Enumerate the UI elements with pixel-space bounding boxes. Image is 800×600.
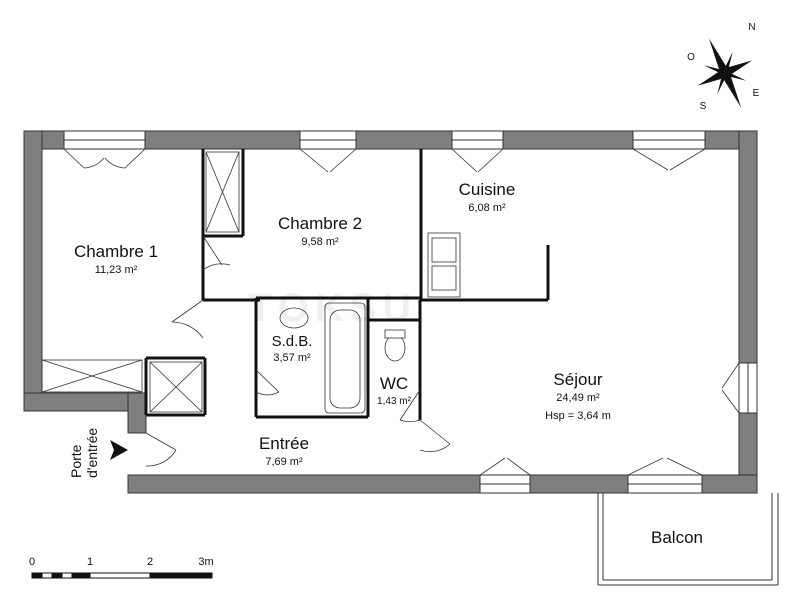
scale-tick-1: 1 [86, 556, 94, 568]
room-balcon: Balcon [651, 528, 703, 548]
entrance-label: Porte d'entrée [68, 428, 100, 478]
room-name: Cuisine [458, 180, 516, 199]
balcony [597, 493, 779, 586]
exterior-walls [23, 130, 758, 494]
fixtures [279, 232, 461, 414]
toilet [384, 334, 406, 362]
room-name: Séjour [553, 370, 603, 389]
scale-tick-3m: 3m [198, 556, 214, 568]
room-area: 24,49 m² [556, 392, 600, 404]
room-cuisine: Cuisine 6,08 m² [459, 180, 516, 214]
entrance-label-line1: Porte [68, 444, 84, 478]
room-sejour: Séjour 24,49 m² Hsp = 3,64 m [545, 370, 611, 422]
room-sdb: S.d.B. 3,57 m² [272, 333, 313, 364]
closets [41, 151, 240, 413]
entrance-label-line2: d'entrée [84, 427, 100, 478]
room-area: 3,57 m² [273, 352, 311, 364]
door-swings [145, 235, 451, 467]
room-name: Chambre 2 [277, 214, 363, 233]
room-name: Balcon [651, 528, 703, 547]
compass-s-label: S [699, 101, 707, 112]
room-area: 1,43 m² [377, 396, 411, 407]
watermark: TOKSU [248, 286, 418, 330]
room-chambre-1: Chambre 1 11,23 m² [74, 242, 158, 276]
room-area: 11,23 m² [94, 264, 138, 276]
interior-walls [144, 149, 550, 420]
compass-o-label: O [687, 52, 695, 63]
room-entree: Entrée 7,69 m² [259, 434, 309, 468]
room-name: Entrée [258, 434, 310, 453]
compass-rose [697, 38, 753, 108]
room-chambre-2: Chambre 2 9,58 m² [278, 214, 362, 248]
room-name: Chambre 1 [73, 242, 159, 261]
bathroom-sink [279, 307, 309, 329]
scale-bar [31, 572, 213, 579]
scale-tick-2: 2 [146, 556, 154, 568]
room-area: 7,69 m² [265, 456, 303, 468]
room-wc: WC 1,43 m² [377, 374, 411, 407]
compass-e-label: E [752, 88, 760, 99]
entrance-arrow [110, 440, 128, 460]
room-name: S.d.B. [271, 333, 313, 350]
ceiling-height: Hsp = 3,64 m [545, 410, 611, 422]
compass-n-label: N [748, 22, 756, 33]
windows [63, 130, 758, 494]
room-area: 9,58 m² [301, 236, 339, 248]
window-swings [63, 148, 740, 476]
room-name: WC [379, 374, 409, 393]
room-area: 6,08 m² [468, 202, 506, 214]
scale-tick-0: 0 [28, 556, 36, 568]
